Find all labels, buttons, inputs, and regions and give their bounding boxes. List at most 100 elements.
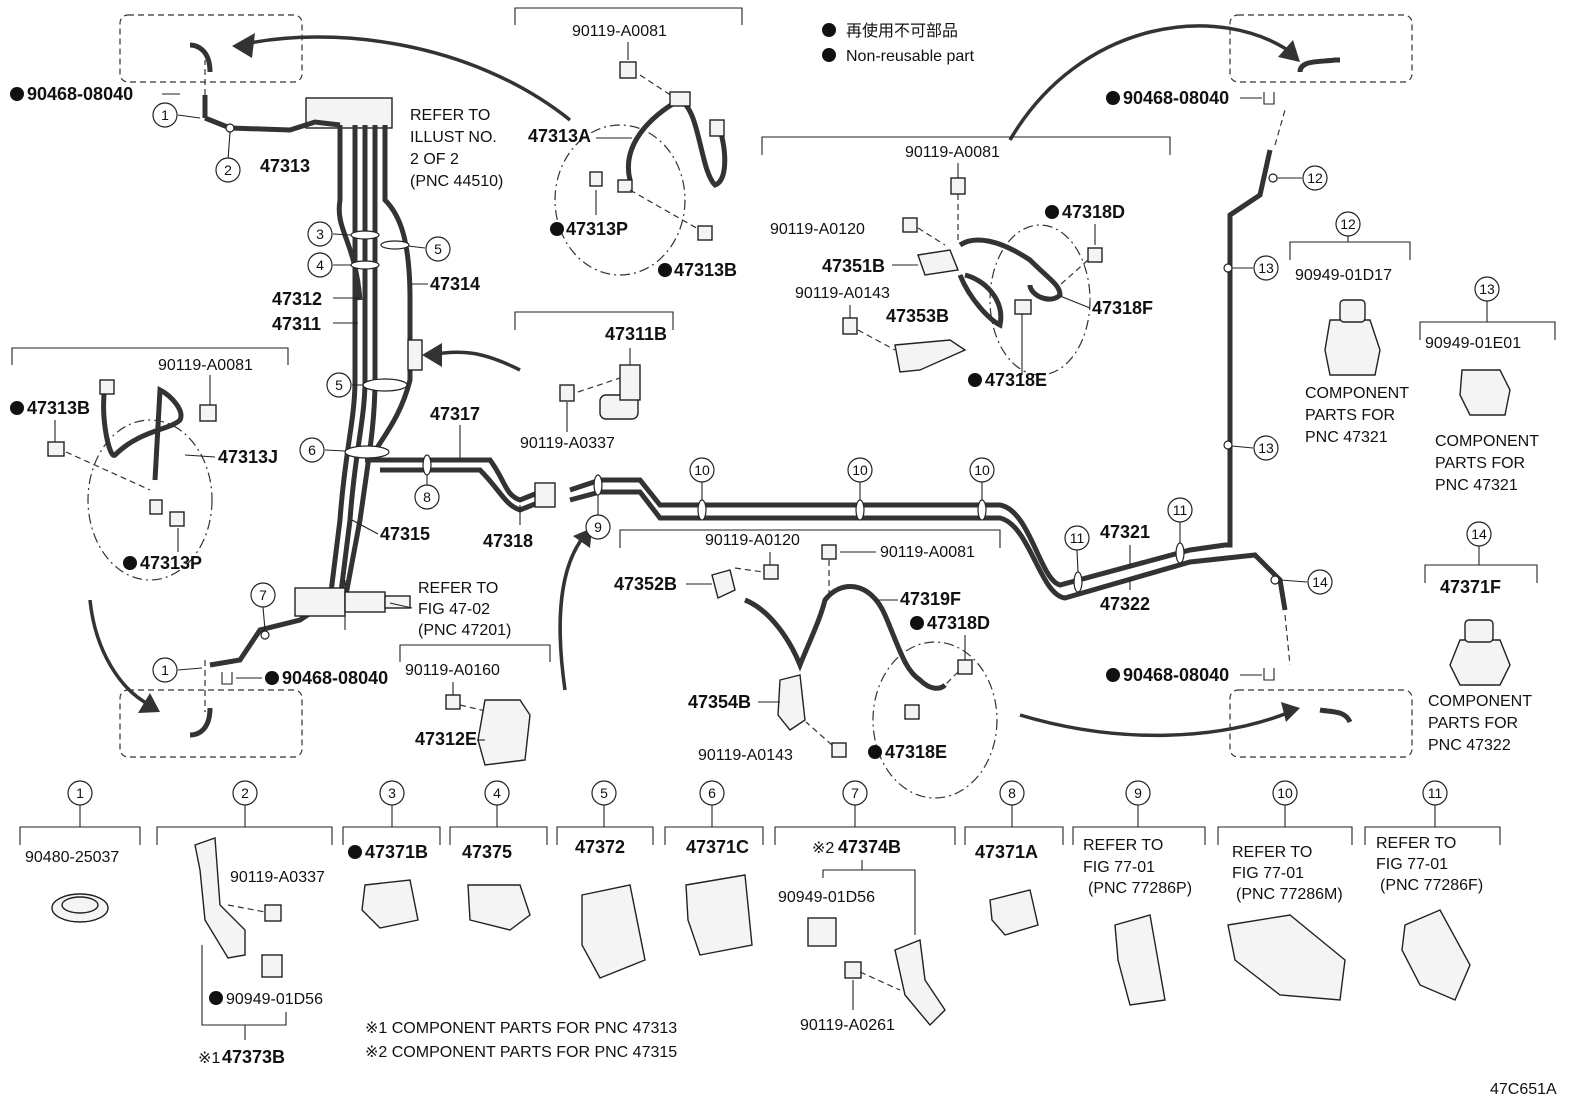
label-47311b: 47311B xyxy=(605,324,667,344)
svg-text:12: 12 xyxy=(1307,170,1323,186)
svg-text:2: 2 xyxy=(241,785,249,801)
callout-3 xyxy=(307,221,333,247)
label-47318: 47318 xyxy=(483,531,533,551)
detail-box-tr xyxy=(1229,14,1413,83)
svg-text:7: 7 xyxy=(259,587,267,603)
callout-5-top xyxy=(425,236,451,262)
detail-47312e: 90119-A0160 47312E xyxy=(399,644,551,766)
label-47374b: 47374B xyxy=(838,837,901,857)
label-90949-01e01: 90949-01E01 xyxy=(1425,335,1521,352)
svg-text:FIG 47-02: FIG 47-02 xyxy=(418,601,490,618)
arrow-center xyxy=(558,533,587,691)
legend-dot-en xyxy=(822,48,836,62)
callouts: 1 2 3 4 5 5 6 7 8 9 10 10 xyxy=(152,102,1333,683)
callout-12 xyxy=(1302,165,1328,191)
detail-47351b: 90119-A0081 90119-A0120 47318D 47351B 90… xyxy=(761,136,1171,390)
svg-text:(PNC 47201): (PNC 47201) xyxy=(418,622,511,639)
callout-8 xyxy=(414,484,440,510)
callout-9 xyxy=(585,514,611,540)
label-47371b: 47371B xyxy=(365,842,428,862)
svg-text:5: 5 xyxy=(335,377,343,393)
bottom-2: 2 90119-A0337 90949-01D56 ※1 47373B xyxy=(156,780,333,1067)
callout-6 xyxy=(299,437,325,463)
bottom-10: 10 REFER TO FIG 77-01 (PNC 77286M) xyxy=(1217,780,1353,1001)
main-labels: 90468-08040 47313 REFER TO ILLUST NO. 2 … xyxy=(10,84,533,688)
label-47312e: 47312E xyxy=(415,729,477,749)
arrow-tl-head xyxy=(232,33,255,58)
svg-text:1: 1 xyxy=(76,785,84,801)
svg-text:8: 8 xyxy=(423,489,431,505)
svg-text:(PNC 77286P): (PNC 77286P) xyxy=(1088,880,1192,897)
callout-11-b xyxy=(1167,497,1193,523)
label-47318d-a: 47318D xyxy=(1062,202,1125,222)
bottom-4: 4 47375 xyxy=(449,780,548,931)
tee-connector xyxy=(534,482,556,508)
svg-text:3: 3 xyxy=(388,785,396,801)
note-2: ※2 COMPONENT PARTS FOR PNC 47315 xyxy=(365,1044,677,1061)
label-47371f: 47371F xyxy=(1440,577,1501,597)
note-1: ※1 COMPONENT PARTS FOR PNC 47313 xyxy=(365,1020,677,1037)
svg-text:PNC 47321: PNC 47321 xyxy=(1435,477,1518,494)
label-90119-a0160: 90119-A0160 xyxy=(405,662,500,679)
bottom-7: 7 ※2 47374B 90949-01D56 90119-A0261 xyxy=(774,780,956,1034)
svg-text:REFER TO: REFER TO xyxy=(410,107,490,124)
bottom-6: 6 47371C xyxy=(664,780,764,956)
label-90468-bl: 90468-08040 xyxy=(282,668,388,688)
svg-text:7: 7 xyxy=(851,785,859,801)
label-90119-a0081-d: 90119-A0081 xyxy=(880,544,975,561)
label-47319f: 47319F xyxy=(900,589,961,609)
svg-text:REFER TO: REFER TO xyxy=(1083,837,1163,854)
callout-10-c xyxy=(969,457,995,483)
label-90949-01d17: 90949-01D17 xyxy=(1295,267,1392,284)
label-90949-01d56-b: 90949-01D56 xyxy=(778,889,875,906)
svg-text:(PNC 77286F): (PNC 77286F) xyxy=(1380,877,1483,894)
svg-text:14: 14 xyxy=(1471,526,1487,542)
callout-1-top xyxy=(152,102,178,128)
arrow-br-head xyxy=(1281,702,1300,722)
arrow-br xyxy=(1019,710,1291,738)
label-90119-a0081-c: 90119-A0081 xyxy=(905,144,1000,161)
callout-2 xyxy=(215,157,241,183)
detail-box-br xyxy=(1229,689,1413,758)
label-47313: 47313 xyxy=(260,156,310,176)
callout-4 xyxy=(307,252,333,278)
svg-text:12: 12 xyxy=(1340,216,1356,232)
label-47314: 47314 xyxy=(430,274,480,294)
svg-text:2: 2 xyxy=(224,162,232,178)
svg-text:11: 11 xyxy=(1070,530,1085,546)
label-90119-a0337-b: 90119-A0337 xyxy=(230,869,325,886)
label-47318e-a: 47318E xyxy=(985,370,1047,390)
label-47313b-b: 47313B xyxy=(27,398,90,418)
label-90468-tr: 90468-08040 xyxy=(1123,88,1229,108)
detail-47313j: 90119-A0081 47313B 47313J 47313P xyxy=(10,347,289,581)
svg-text:(PNC 44510): (PNC 44510) xyxy=(410,173,503,190)
arrow-tl xyxy=(239,35,572,122)
svg-text:6: 6 xyxy=(708,785,716,801)
svg-text:4: 4 xyxy=(316,257,324,273)
callout-10-b xyxy=(847,457,873,483)
callout-7 xyxy=(250,582,276,608)
label-90119-a0120-b: 90119-A0120 xyxy=(705,532,800,549)
svg-text:9: 9 xyxy=(1134,785,1142,801)
arrow-bl-head xyxy=(138,693,160,713)
label-90119-a0081-a: 90119-A0081 xyxy=(572,23,667,40)
label-90119-a0337-a: 90119-A0337 xyxy=(520,435,615,452)
svg-text:10: 10 xyxy=(1277,785,1293,801)
pipe-47317 xyxy=(365,457,546,503)
bottom-1: 1 90480-25037 xyxy=(19,780,141,923)
detail-box-tl xyxy=(119,14,303,83)
svg-text:REFER TO: REFER TO xyxy=(1376,835,1456,852)
label-90468-br: 90468-08040 xyxy=(1123,665,1229,685)
hose-br xyxy=(1319,707,1353,724)
svg-text:5: 5 xyxy=(600,785,608,801)
label-47371a: 47371A xyxy=(975,842,1038,862)
pipe-47321 xyxy=(569,149,1273,588)
arrow-tr-head xyxy=(1278,40,1300,62)
svg-text:1: 1 xyxy=(161,107,169,123)
svg-text:11: 11 xyxy=(1173,502,1188,518)
detail-47313a: 90119-A0081 47313A 47313P 47313B xyxy=(514,7,743,280)
svg-text:PARTS FOR: PARTS FOR xyxy=(1428,715,1518,732)
label-47313j: 47313J xyxy=(218,447,278,467)
